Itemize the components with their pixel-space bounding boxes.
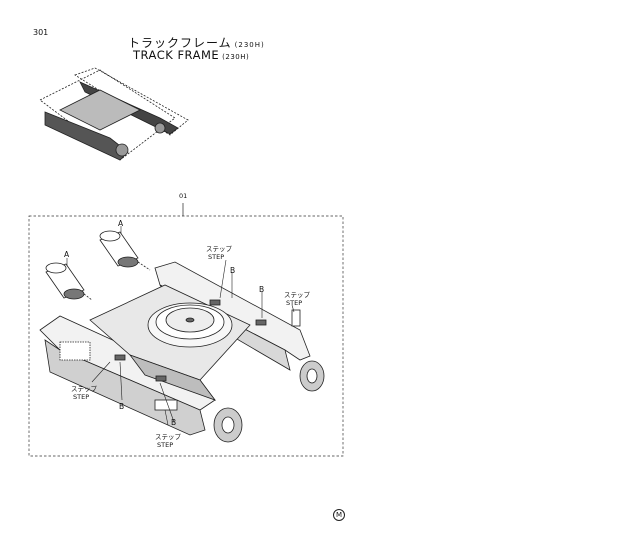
part-a-roller-lower	[45, 262, 93, 301]
assembly-boundary	[28, 215, 344, 457]
step-label-left-ja: ステップ	[71, 385, 97, 393]
step-left	[114, 354, 126, 361]
part-b-label-4: B	[171, 418, 177, 427]
title-model-ja: (230H)	[234, 41, 265, 49]
title-japanese: トラックフレーム(230H)	[128, 34, 265, 51]
step-label-top: ステップ STEP	[206, 245, 232, 261]
step-label-bottom-ja: ステップ	[155, 433, 181, 441]
leader-lines	[91, 259, 295, 426]
step-upper-left	[209, 299, 221, 306]
part-b-label-1: B	[230, 266, 236, 275]
step-label-bottom-en: STEP	[157, 440, 174, 449]
page-number: 301	[33, 28, 49, 37]
title-japanese-text: トラックフレーム	[128, 36, 232, 50]
step-lower	[155, 375, 167, 382]
title-english-text: TRACK FRAME	[133, 48, 220, 62]
track-frame-body	[39, 261, 325, 443]
title-model-en: (230H)	[222, 53, 250, 61]
step-label-top-en: STEP	[208, 252, 225, 261]
assembly-callout: 01	[179, 192, 188, 200]
step-label-top-ja: ステップ	[206, 245, 232, 253]
step-upper-right	[255, 319, 267, 326]
step-label-left-en: STEP	[73, 392, 90, 401]
part-a-label-lower: A	[64, 250, 70, 259]
part-a-label-upper: A	[118, 219, 124, 228]
step-label-left: ステップ STEP	[71, 385, 97, 401]
footer-mark: M	[333, 509, 345, 521]
thumbnail-track-frame	[39, 67, 189, 161]
part-b-label-2: B	[259, 285, 265, 294]
step-label-right: ステップ STEP	[284, 291, 310, 307]
part-a-roller-upper	[99, 230, 151, 271]
step-label-right-en: STEP	[286, 298, 303, 307]
title-english: TRACK FRAME(230H)	[133, 48, 249, 62]
step-label-bottom: ステップ STEP	[155, 433, 181, 449]
step-label-right-ja: ステップ	[284, 291, 310, 299]
part-b-label-3: B	[119, 402, 125, 411]
